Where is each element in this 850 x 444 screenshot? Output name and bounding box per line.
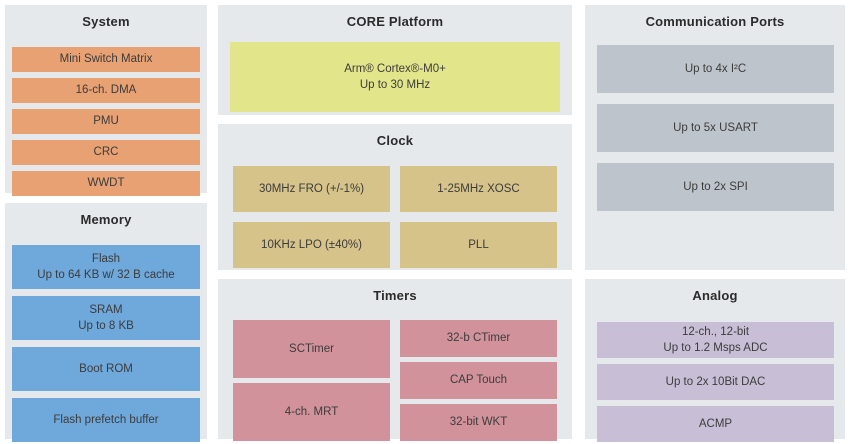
- block-flash: Flash Up to 64 KB w/ 32 B cache: [12, 245, 200, 289]
- panel-clock: Clock 30MHz FRO (+/-1%) 1-25MHz XOSC 10K…: [218, 124, 572, 270]
- block-acmp: ACMP: [597, 406, 834, 442]
- panel-timers-right-column: 32-b CTimer CAP Touch 32-bit WKT: [400, 320, 557, 441]
- block-spi: Up to 2x SPI: [597, 163, 834, 211]
- panel-timers-title: Timers: [373, 288, 417, 303]
- block-wkt: 32-bit WKT: [400, 404, 557, 441]
- block-fro: 30MHz FRO (+/-1%): [233, 166, 390, 212]
- panel-timers-blocks: SCTimer 4-ch. MRT 32-b CTimer CAP Touch …: [218, 312, 572, 441]
- block-lpo: 10KHz LPO (±40%): [233, 222, 390, 268]
- panel-core-platform: CORE Platform Arm® Cortex®-M0+ Up to 30 …: [218, 5, 572, 115]
- panel-core-platform-title: CORE Platform: [346, 14, 444, 29]
- panel-communication-ports: Communication Ports Up to 4x I²C Up to 5…: [585, 5, 845, 270]
- panel-communication-ports-blocks: Up to 4x I²C Up to 5x USART Up to 2x SPI: [585, 38, 845, 211]
- panel-communication-ports-title: Communication Ports: [645, 14, 785, 29]
- block-adc: 12-ch., 12-bit Up to 1.2 Msps ADC: [597, 322, 834, 358]
- panel-core-platform-blocks: Arm® Cortex®-M0+ Up to 30 MHz: [218, 38, 572, 112]
- block-pmu: PMU: [12, 109, 200, 134]
- panel-analog: Analog 12-ch., 12-bit Up to 1.2 Msps ADC…: [585, 279, 845, 442]
- block-cap-touch: CAP Touch: [400, 362, 557, 399]
- block-sram: SRAM Up to 8 KB: [12, 296, 200, 340]
- panel-analog-title: Analog: [692, 288, 738, 303]
- block-pll: PLL: [400, 222, 557, 268]
- panel-system-blocks: Mini Switch Matrix 16-ch. DMA PMU CRC WW…: [5, 38, 207, 196]
- block-xosc: 1-25MHz XOSC: [400, 166, 557, 212]
- panel-system-title: System: [82, 14, 130, 29]
- block-crc: CRC: [12, 140, 200, 165]
- block-wwdt: WWDT: [12, 171, 200, 196]
- panel-timers-left-column: SCTimer 4-ch. MRT: [233, 320, 390, 441]
- block-ctimer: 32-b CTimer: [400, 320, 557, 357]
- block-sctimer: SCTimer: [233, 320, 390, 378]
- block-i2c: Up to 4x I²C: [597, 45, 834, 93]
- panel-memory-blocks: Flash Up to 64 KB w/ 32 B cache SRAM Up …: [5, 236, 207, 442]
- block-dac: Up to 2x 10Bit DAC: [597, 364, 834, 400]
- panel-system: System Mini Switch Matrix 16-ch. DMA PMU…: [5, 5, 207, 196]
- panel-clock-title: Clock: [376, 133, 414, 148]
- block-flash-prefetch-buffer: Flash prefetch buffer: [12, 398, 200, 442]
- block-cortex-m0plus: Arm® Cortex®-M0+ Up to 30 MHz: [230, 42, 560, 112]
- block-boot-rom: Boot ROM: [12, 347, 200, 391]
- panel-memory-title: Memory: [80, 212, 132, 227]
- panel-memory: Memory Flash Up to 64 KB w/ 32 B cache S…: [5, 203, 207, 442]
- block-mrt: 4-ch. MRT: [233, 383, 390, 441]
- panel-clock-blocks: 30MHz FRO (+/-1%) 1-25MHz XOSC 10KHz LPO…: [218, 157, 572, 268]
- block-dma: 16-ch. DMA: [12, 78, 200, 103]
- block-usart: Up to 5x USART: [597, 104, 834, 152]
- block-mini-switch-matrix: Mini Switch Matrix: [12, 47, 200, 72]
- panel-analog-blocks: 12-ch., 12-bit Up to 1.2 Msps ADC Up to …: [585, 312, 845, 442]
- panel-timers: Timers SCTimer 4-ch. MRT 32-b CTimer CAP…: [218, 279, 572, 441]
